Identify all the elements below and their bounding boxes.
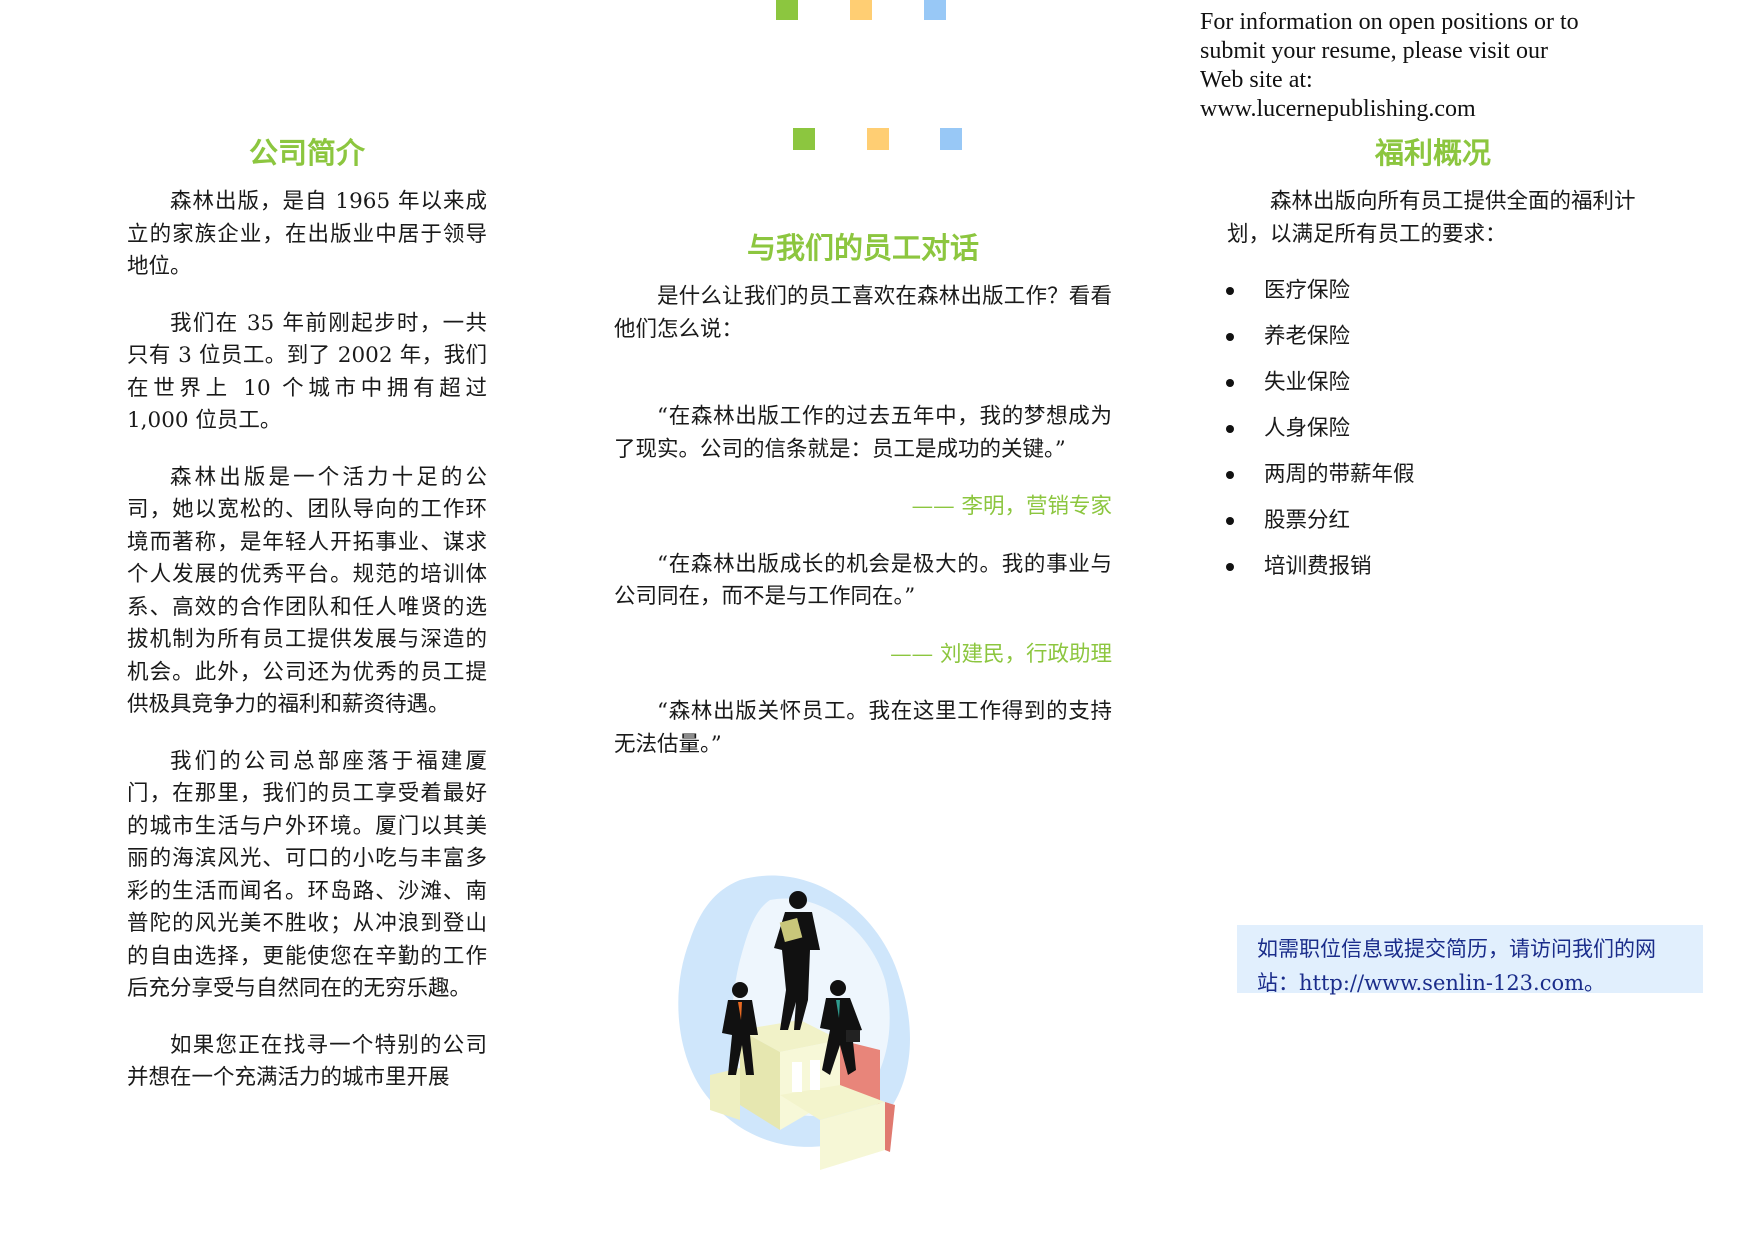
list-item: 培训费报销 — [1222, 549, 1622, 595]
list-item: 失业保险 — [1222, 365, 1622, 411]
benefits-heading: 福利概况 — [1374, 136, 1491, 170]
benefits-list: 医疗保险 养老保险 失业保险 人身保险 两周的带薪年假 股票分红 培训费报销 — [1222, 273, 1622, 595]
contact-line: For information on open positions or to — [1200, 9, 1579, 35]
about-paragraph: 如果您正在找寻一个特别的公司并想在一个充满活力的城市里开展 — [127, 1032, 487, 1091]
about-paragraph: 森林出版，是自 1965 年以来成立的家族企业，在出版业中居于领导地位。 — [127, 189, 487, 279]
benefits-intro-block: 森林出版向所有员工提供全面的福利计划，以满足所有员工的要求： — [1227, 185, 1639, 251]
podium-illustration — [678, 875, 910, 1170]
about-paragraph: 森林出版是一个活力十足的公司，她以宽松的、团队导向的工作环境而著称，是年轻人开拓… — [127, 464, 487, 718]
decor-square-blue — [924, 0, 946, 20]
talk-heading: 与我们的员工对话 — [746, 231, 979, 265]
contact-line: Web site at: — [1200, 67, 1313, 93]
decor-square-orange — [867, 128, 889, 150]
cta-box: 如需职位信息或提交简历，请访问我们的网站：http://www.senlin-1… — [1237, 925, 1703, 995]
contact-line: submit your resume, please visit our — [1200, 38, 1548, 64]
decor-square-green — [793, 128, 815, 150]
list-item: 两周的带薪年假 — [1222, 457, 1622, 503]
talk-intro: 是什么让我们的员工喜欢在森林出版工作？看看他们怎么说： — [614, 284, 1112, 342]
about-paragraph: 我们的公司总部座落于福建厦门，在那里，我们的员工享受着最好的城市生活与户外环境。… — [127, 748, 487, 1002]
employee-quote: “在森林出版工作的过去五年中，我的梦想成为了现实。公司的信条就是：员工是成功的关… — [614, 404, 1112, 462]
talk-section: 是什么让我们的员工喜欢在森林出版工作？看看他们怎么说： “在森林出版工作的过去五… — [614, 281, 1112, 761]
about-heading: 公司简介 — [248, 136, 365, 170]
quote-attribution: —— 刘建民，行政助理 — [890, 641, 1112, 667]
decor-square-orange — [850, 0, 872, 20]
benefits-intro: 森林出版向所有员工提供全面的福利计划，以满足所有员工的要求： — [1227, 189, 1636, 247]
employee-quote: “森林出版关怀员工。我在这里工作得到的支持无法估量。” — [614, 699, 1112, 757]
decor-square-green — [776, 0, 798, 20]
list-item: 医疗保险 — [1222, 273, 1622, 319]
decor-square-blue — [940, 128, 962, 150]
about-paragraph: 我们在 35 年前刚起步时，一共只有 3 位员工。到了 2002 年，我们在世界… — [127, 310, 487, 434]
quote-attribution: —— 李明，营销专家 — [911, 494, 1112, 519]
list-item: 人身保险 — [1222, 411, 1622, 457]
about-section: 森林出版，是自 1965 年以来成立的家族企业，在出版业中居于领导地位。 我们在… — [127, 186, 487, 1119]
contact-info-en: For information on open positions or to … — [1200, 8, 1630, 124]
contact-url: www.lucernepublishing.com — [1200, 96, 1476, 122]
cta-text: 如需职位信息或提交简历，请访问我们的网站：http://www.senlin-1… — [1257, 937, 1656, 995]
list-item: 养老保险 — [1222, 319, 1622, 365]
employee-quote: “在森林出版成长的机会是极大的。我的事业与公司同在，而不是与工作同在。” — [614, 551, 1112, 610]
list-item: 股票分红 — [1222, 503, 1622, 549]
